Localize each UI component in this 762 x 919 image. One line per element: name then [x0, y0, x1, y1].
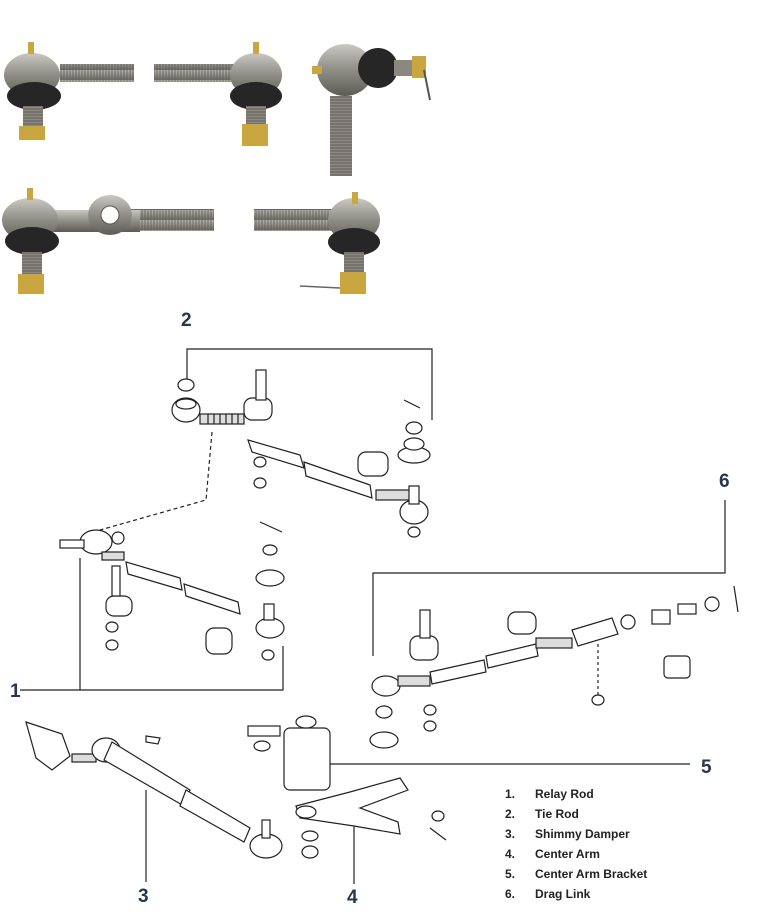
shimmy-damper-assembly	[25, 721, 283, 882]
tie-rod-assembly	[99, 348, 433, 538]
legend-number: 3.	[505, 827, 516, 841]
legend-item: 2. Tie Rod	[505, 804, 647, 824]
callout-1: 1	[10, 681, 21, 702]
legend-item: 1. Relay Rod	[505, 784, 647, 804]
legend-number: 6.	[505, 887, 516, 901]
legend-number: 2.	[505, 807, 516, 821]
relay-rod-assembly	[20, 521, 285, 691]
tie-rod-end-photo-1	[4, 42, 134, 140]
legend-item: 3. Shimmy Damper	[505, 824, 647, 844]
tie-rod-end-photo-5	[254, 192, 380, 294]
legend-number: 4.	[505, 847, 516, 861]
legend-number: 5.	[505, 867, 516, 881]
legend-item: 5. Center Arm Bracket	[505, 864, 647, 884]
callout-3: 3	[138, 886, 149, 907]
legend-label: Center Arm Bracket	[535, 867, 648, 881]
legend-label: Center Arm	[535, 847, 600, 861]
callout-2: 2	[181, 310, 192, 331]
tie-rod-ends-photo	[2, 42, 431, 294]
legend-label: Tie Rod	[535, 807, 579, 821]
legend-item: 6. Drag Link	[505, 884, 647, 904]
legend-label: Relay Rod	[535, 787, 594, 801]
callout-4: 4	[347, 887, 358, 908]
legend-item: 4. Center Arm	[505, 844, 647, 864]
legend-number: 1.	[505, 787, 516, 801]
legend-label: Drag Link	[535, 887, 591, 901]
center-arm-assembly	[247, 715, 690, 884]
callout-5: 5	[701, 757, 712, 778]
legend-label: Shimmy Damper	[535, 827, 630, 841]
tie-rod-end-photo-3	[312, 44, 431, 176]
parts-legend: 1. Relay Rod 2. Tie Rod 3. Shimmy Damper 4.…	[505, 784, 647, 904]
callout-6: 6	[719, 471, 730, 492]
drag-link-assembly	[369, 500, 739, 749]
tie-rod-end-photo-4	[2, 188, 214, 294]
tie-rod-end-photo-2	[154, 42, 282, 146]
